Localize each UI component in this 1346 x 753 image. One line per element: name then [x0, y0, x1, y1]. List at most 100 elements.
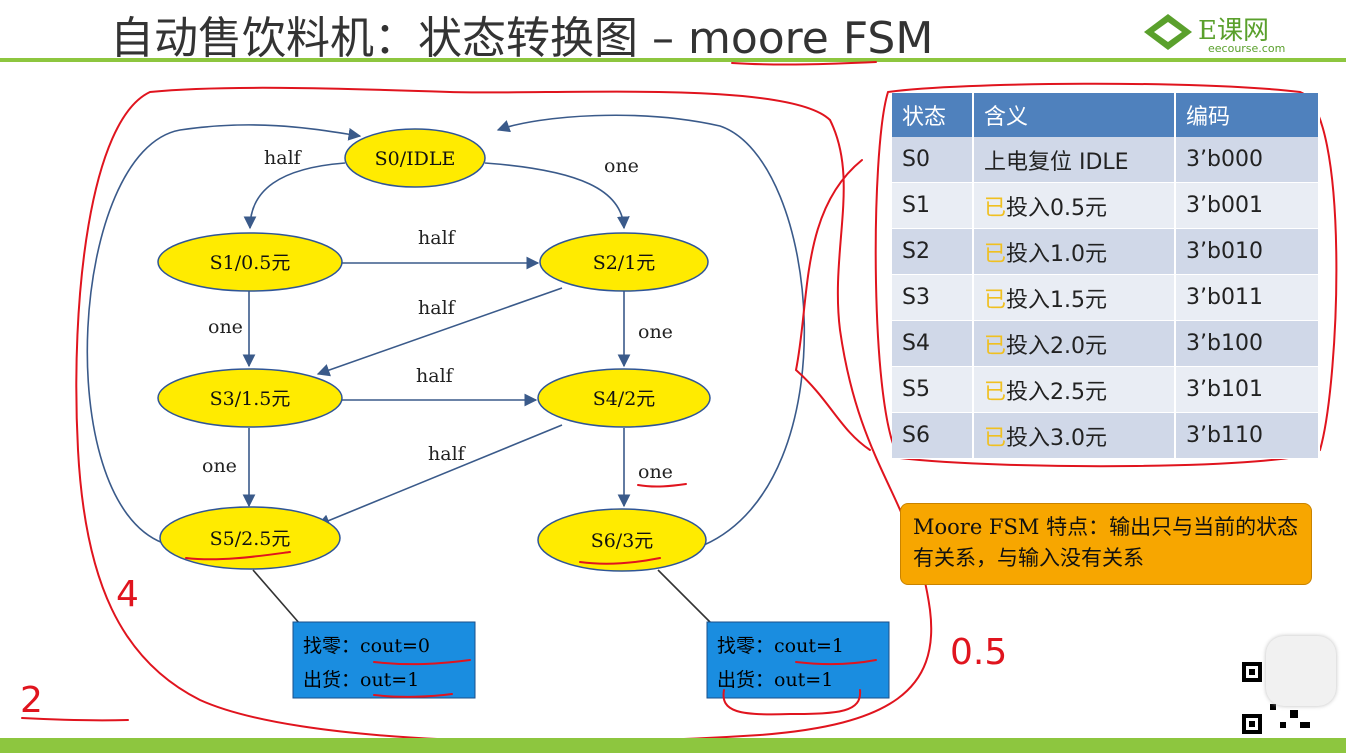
table-cell-mark: 已	[984, 195, 1007, 221]
table-cell-state: S1	[892, 182, 974, 229]
state-label: S4/2元	[593, 388, 656, 410]
handwriting-number: 0.5	[950, 632, 1007, 673]
table-header: 状态	[892, 93, 974, 137]
state-label: S6/3元	[591, 530, 654, 552]
annotation-bottom-line	[21, 717, 129, 722]
state-label: S2/1元	[593, 252, 656, 274]
state-s5[interactable]: S5/2.5元	[159, 506, 341, 570]
annotation-underline-s5	[185, 551, 291, 561]
table-cell-meaning: 上电复位 IDLE	[973, 137, 1176, 183]
table-row: S6 已投入3.0元 3’b110	[892, 412, 1320, 459]
table-cell-code: 3’b100	[1175, 320, 1320, 367]
edge-label: one	[208, 316, 243, 338]
app-badge-icon	[1266, 636, 1336, 706]
edge-label: half	[416, 365, 455, 387]
handwriting-number: 2	[20, 680, 43, 721]
table-cell-meaning: 已投入3.0元	[973, 412, 1176, 459]
moore-note: Moore FSM 特点：输出只与当前的状态有关系，与输入没有关系	[900, 503, 1312, 585]
table-cell-meaning-text: 投入2.0元	[1006, 333, 1108, 359]
state-s3[interactable]: S3/1.5元	[157, 368, 343, 428]
annotation-connector	[794, 159, 871, 451]
annotation-underline-cout1	[795, 659, 877, 666]
edge-s0-s2	[484, 162, 630, 230]
table-cell-meaning-text: 上电复位 IDLE	[984, 149, 1129, 175]
table-cell-meaning-text: 投入0.5元	[1006, 195, 1108, 221]
table-cell-state: S6	[892, 412, 974, 459]
title-underline	[0, 58, 1346, 62]
table-header: 编码	[1175, 93, 1320, 137]
logo: E课网 eecourse.com	[1142, 10, 1322, 56]
state-label: S5/2.5元	[210, 528, 291, 550]
annotation-underline-title	[731, 61, 877, 66]
table-cell-code: 3’b010	[1175, 228, 1320, 275]
state-label: S0/IDLE	[375, 148, 456, 170]
handwriting-number: 4	[116, 574, 139, 615]
state-s1[interactable]: S1/0.5元	[157, 232, 343, 292]
output-box-line: 找零：cout=0	[303, 635, 430, 657]
table-cell-mark: 已	[984, 287, 1007, 313]
table-cell-code: 3’b001	[1175, 182, 1320, 229]
state-s6[interactable]: S6/3元	[537, 508, 707, 572]
table-row: S5 已投入2.5元 3’b101	[892, 366, 1320, 413]
table-row: S0 上电复位 IDLE 3’b000	[892, 137, 1320, 183]
table-cell-code: 3’b000	[1175, 137, 1320, 183]
logo-url: eecourse.com	[1208, 42, 1286, 55]
state-label: S1/0.5元	[210, 252, 291, 274]
table-cell-code: 3’b110	[1175, 412, 1320, 459]
annotation-underline-s6	[579, 557, 661, 565]
annotation-underline-out1-a	[373, 693, 453, 698]
edge-label: half	[418, 297, 457, 319]
table-cell-state: S5	[892, 366, 974, 413]
edge-label: one	[604, 155, 639, 177]
table-cell-meaning: 已投入0.5元	[973, 182, 1176, 229]
state-s0[interactable]: S0/IDLE	[344, 128, 486, 188]
table-cell-meaning-text: 投入3.0元	[1006, 425, 1108, 451]
table-cell-meaning: 已投入2.5元	[973, 366, 1176, 413]
handwriting: 4 2 0.5	[20, 574, 1007, 721]
state-encoding-table: 状态 含义 编码 S0 上电复位 IDLE 3’b000 S1 已投入0.5元 …	[892, 93, 1320, 459]
annotation-underline-cout0	[373, 659, 471, 666]
table-cell-state: S4	[892, 320, 974, 367]
table-row: S3 已投入1.5元 3’b011	[892, 274, 1320, 321]
footer-bar	[0, 738, 1346, 753]
annotation-loop-diagram	[75, 86, 933, 743]
table-cell-meaning-text: 投入2.5元	[1006, 379, 1108, 405]
edge-label: half	[428, 443, 467, 465]
table-cell-state: S0	[892, 137, 974, 183]
table-cell-meaning-text: 投入1.0元	[1006, 241, 1108, 267]
output-box-line: 出货：out=1	[717, 669, 833, 691]
table-cell-code: 3’b101	[1175, 366, 1320, 413]
table-row: S2 已投入1.0元 3’b010	[892, 228, 1320, 275]
edge-s0-s1	[243, 162, 346, 230]
edge-label: one	[638, 461, 673, 483]
edge-s4-s5	[316, 424, 563, 527]
connector-s6-box	[657, 569, 713, 625]
table-cell-mark: 已	[984, 333, 1007, 359]
table-cell-code: 3’b011	[1175, 274, 1320, 321]
page-title: 自动售饮料机：状态转换图 – moore FSM	[110, 13, 934, 64]
edge-label: one	[202, 455, 237, 477]
annotation-box-out1-b	[722, 689, 862, 716]
state-s2[interactable]: S2/1元	[539, 232, 709, 292]
edge-label: half	[418, 227, 457, 249]
output-box-s6: 找零：cout=1 出货：out=1	[706, 621, 890, 699]
edge-s2-s3	[316, 287, 563, 377]
states: S0/IDLE S1/0.5元 S2/1元 S3/1.5元 S4/2元 S5/2…	[157, 128, 711, 572]
table-cell-meaning: 已投入1.0元	[973, 228, 1176, 275]
state-s4[interactable]: S4/2元	[537, 368, 711, 428]
connector-s5-box	[252, 569, 301, 625]
table-cell-meaning: 已投入2.0元	[973, 320, 1176, 367]
output-box-line: 出货：out=1	[303, 669, 419, 691]
annotation-underline-one	[637, 483, 687, 488]
logo-name: E课网	[1198, 16, 1269, 46]
table-cell-mark: 已	[984, 425, 1007, 451]
table-row: S4 已投入2.0元 3’b100	[892, 320, 1320, 367]
edge-label: one	[638, 321, 673, 343]
table-cell-meaning-text: 投入1.5元	[1006, 287, 1108, 313]
table-cell-state: S3	[892, 274, 974, 321]
output-box-line: 找零：cout=1	[717, 635, 844, 657]
edge-s6-s0	[496, 114, 806, 546]
annotation-loop-table	[874, 82, 1338, 468]
